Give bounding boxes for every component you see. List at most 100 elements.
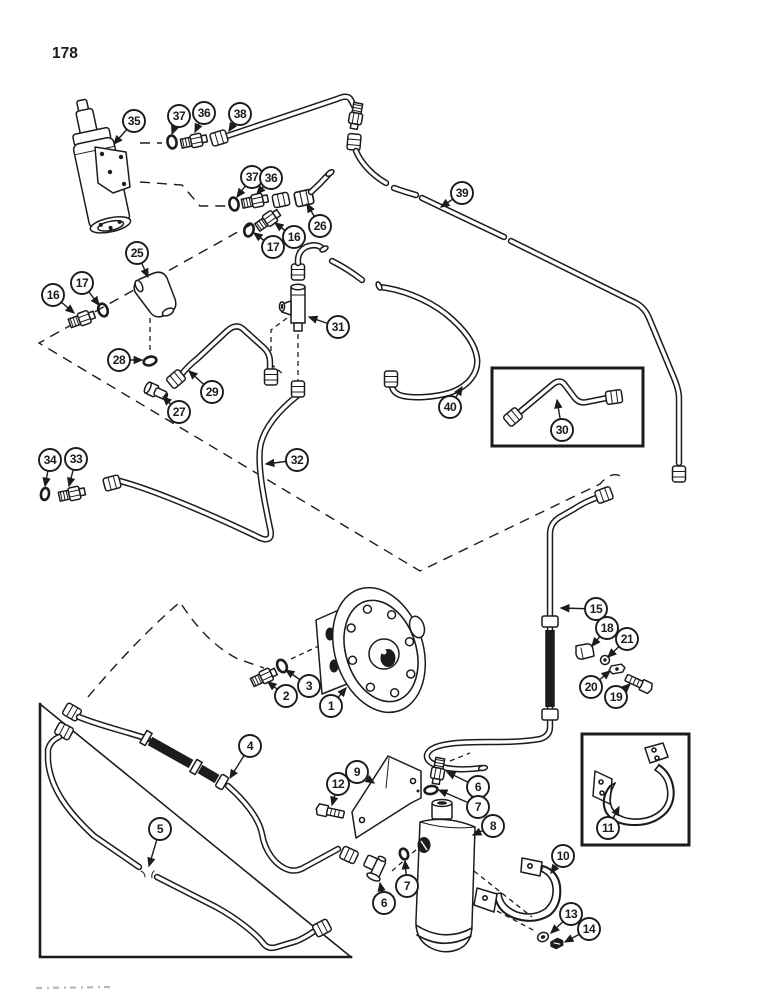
callout-10: 10	[550, 844, 575, 875]
callout-balloon	[595, 616, 619, 640]
callout-number: 20	[585, 680, 598, 694]
callout-27: 27	[161, 396, 191, 424]
reservoir-8	[415, 798, 476, 953]
callout-number: 8	[490, 819, 497, 833]
callout-number: 9	[354, 765, 361, 779]
callout-number: 33	[70, 452, 83, 466]
callout-number: 11	[602, 821, 615, 835]
tube-nut	[593, 485, 615, 505]
oring-17-lower	[243, 222, 255, 238]
callout-number: 36	[265, 171, 278, 185]
callout-number: 15	[590, 602, 603, 616]
callout-balloon	[551, 844, 575, 868]
callout-32: 32	[264, 448, 309, 472]
callout-21: 21	[606, 627, 639, 658]
callout-14: 14	[563, 917, 601, 943]
bracket-9	[351, 755, 422, 839]
callout-number: 27	[173, 405, 186, 419]
oring-34	[39, 486, 51, 502]
callout-balloon	[579, 675, 603, 699]
callout-balloon	[395, 874, 419, 898]
steering-pump-1	[315, 586, 427, 714]
tube-nut	[208, 128, 230, 148]
callout-balloon	[438, 395, 462, 419]
nut-14	[550, 937, 564, 950]
callout-balloon	[107, 348, 131, 372]
male-fitting-16-lower	[252, 206, 284, 234]
callout-number: 21	[621, 632, 634, 646]
tube-nut	[101, 473, 123, 493]
callout-18: 18	[591, 616, 619, 648]
bolt-12	[314, 802, 346, 821]
callout-number: 17	[267, 240, 280, 254]
tube-nut	[604, 388, 624, 406]
callout-balloon	[238, 734, 262, 758]
callout-balloon	[319, 694, 343, 718]
callout-6: 6	[445, 771, 490, 799]
alignment-dashed-lines	[37, 142, 623, 932]
callout-number: 32	[291, 453, 304, 467]
callout-30: 30	[550, 398, 574, 442]
callout-number: 37	[173, 109, 186, 123]
callout-balloon	[125, 241, 149, 265]
callout-number: 10	[557, 849, 570, 863]
oring-17-left	[96, 302, 110, 318]
callout-number: 36	[198, 106, 211, 120]
callout-balloon	[596, 816, 620, 840]
oring-37-upper	[166, 134, 178, 150]
callout-number: 17	[76, 276, 89, 290]
callout-balloon	[200, 380, 224, 404]
callout-38: 38	[228, 102, 252, 133]
callout-number: 28	[113, 353, 126, 367]
tube-5	[44, 720, 333, 952]
callout-28: 28	[107, 348, 144, 372]
male-fitting	[346, 101, 366, 131]
male-fitting-33	[57, 484, 87, 504]
clamp-11	[592, 742, 675, 827]
callout-balloon	[192, 101, 216, 125]
callout-balloon	[584, 597, 608, 621]
callout-balloon	[167, 400, 191, 424]
callout-balloon	[577, 917, 601, 941]
callout-balloon	[285, 448, 309, 472]
callout-number: 4	[247, 739, 254, 753]
callout-balloon	[450, 181, 474, 205]
callout-balloon	[70, 271, 94, 295]
callout-number: 34	[44, 453, 57, 467]
callout-40: 40	[438, 385, 463, 419]
callout-37: 37	[167, 104, 191, 136]
tube-32	[101, 380, 306, 543]
steering-valve-35	[72, 98, 132, 234]
callout-balloon	[604, 685, 628, 709]
tube-nut	[263, 368, 279, 386]
callout-17: 17	[252, 232, 285, 259]
callout-1: 1	[319, 686, 347, 718]
callout-number: 38	[234, 107, 247, 121]
callout-2: 2	[266, 681, 298, 708]
callout-balloon	[326, 772, 350, 796]
callout-number: 2	[283, 689, 290, 703]
tube-38	[208, 93, 420, 199]
callout-number: 14	[583, 922, 596, 936]
callout-balloon	[228, 102, 252, 126]
callout-balloon	[259, 166, 283, 190]
callout-36: 36	[256, 166, 283, 196]
callout-31: 31	[307, 315, 350, 339]
callout-number: 31	[332, 320, 345, 334]
callout-balloon	[297, 674, 321, 698]
callout-11: 11	[596, 805, 620, 840]
tube-nut	[338, 844, 360, 866]
callout-balloon	[308, 214, 332, 238]
tube-40	[375, 281, 481, 401]
tube-29	[164, 323, 279, 390]
callout-number: 6	[475, 780, 482, 794]
print-smudge	[35, 985, 116, 990]
callout-7: 7	[395, 859, 419, 898]
callout-25: 25	[125, 241, 149, 279]
callout-number: 25	[131, 246, 144, 260]
callout-26: 26	[306, 202, 332, 238]
callout-number: 18	[601, 621, 614, 635]
callout-number: 3	[306, 679, 313, 693]
callout-balloon	[615, 627, 639, 651]
